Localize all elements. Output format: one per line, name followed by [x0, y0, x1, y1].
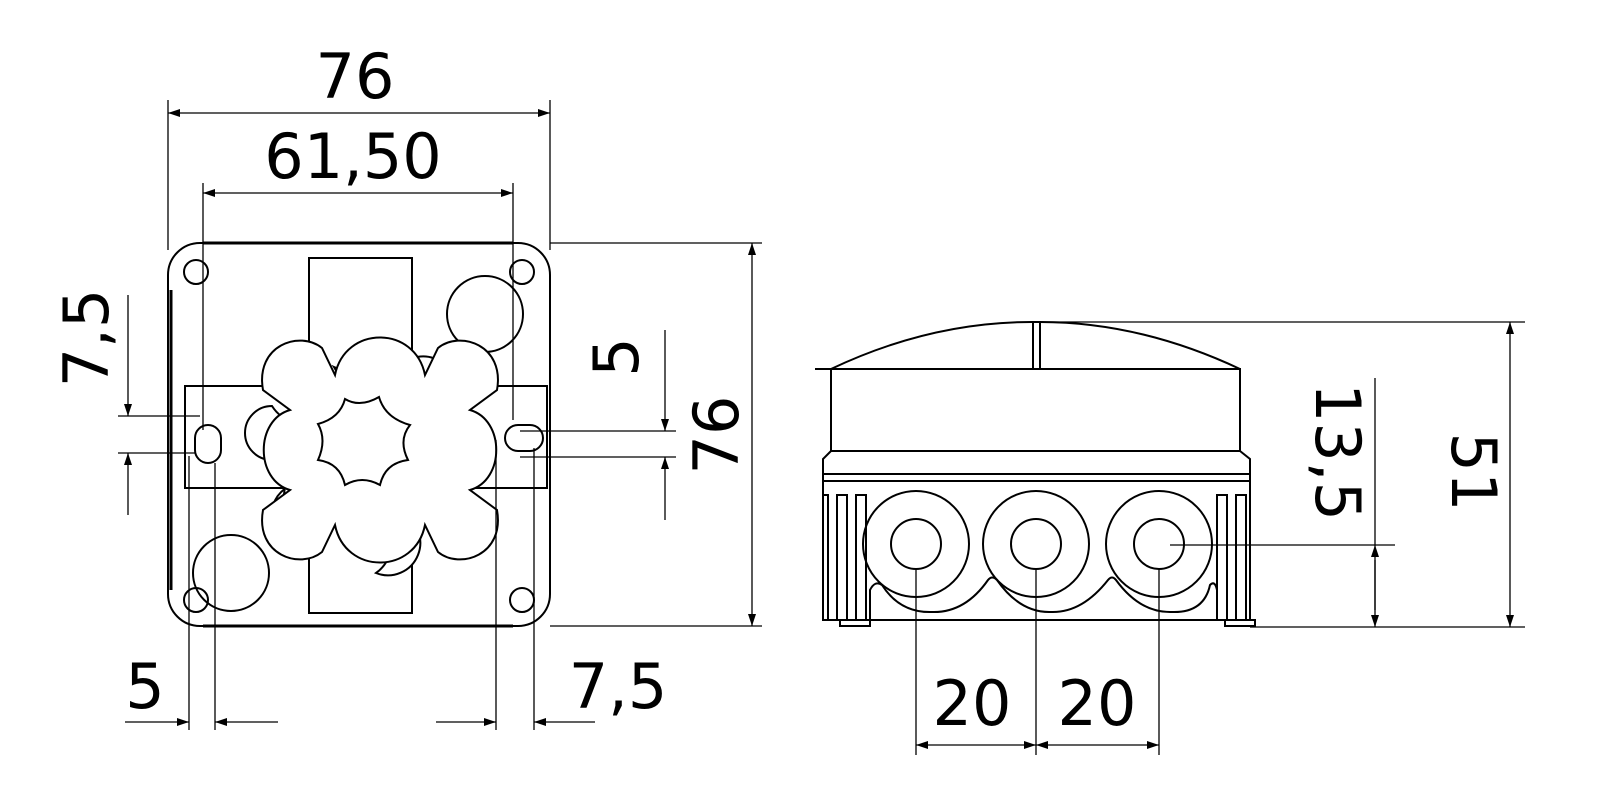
dim-slot-offset-left: 7,5: [50, 289, 123, 388]
dim-entry-height: 13,5: [1301, 383, 1374, 521]
dim-entry-spacing-1: 20: [933, 667, 1012, 740]
top-view: 76 61,50 76 7,5 5 5 7,5: [50, 40, 762, 730]
dim-slot-width-bottom: 5: [125, 650, 164, 723]
dim-overall-height: 76: [680, 396, 753, 475]
side-view: 51 13,5 20 20: [815, 321, 1525, 755]
mount-slot-left: [194, 424, 222, 464]
dim-slot-offset-bottom: 7,5: [569, 650, 668, 723]
dim-entry-spacing-2: 20: [1058, 667, 1137, 740]
screw-hole-tl: [183, 259, 209, 285]
dim-side-height: 51: [1437, 433, 1510, 512]
dim-overall-width: 76: [316, 40, 395, 113]
lid-body: [830, 368, 1241, 452]
screw-hole-br: [509, 587, 535, 613]
dim-slot-width-right: 5: [580, 337, 653, 376]
dim-hole-spacing: 61,50: [264, 120, 442, 193]
entry-circle-bl: [192, 534, 270, 612]
lid-dome: [830, 321, 1241, 370]
screw-hole-tr: [509, 259, 535, 285]
mount-slot-right: [504, 424, 544, 452]
star-cutout: [316, 395, 412, 487]
